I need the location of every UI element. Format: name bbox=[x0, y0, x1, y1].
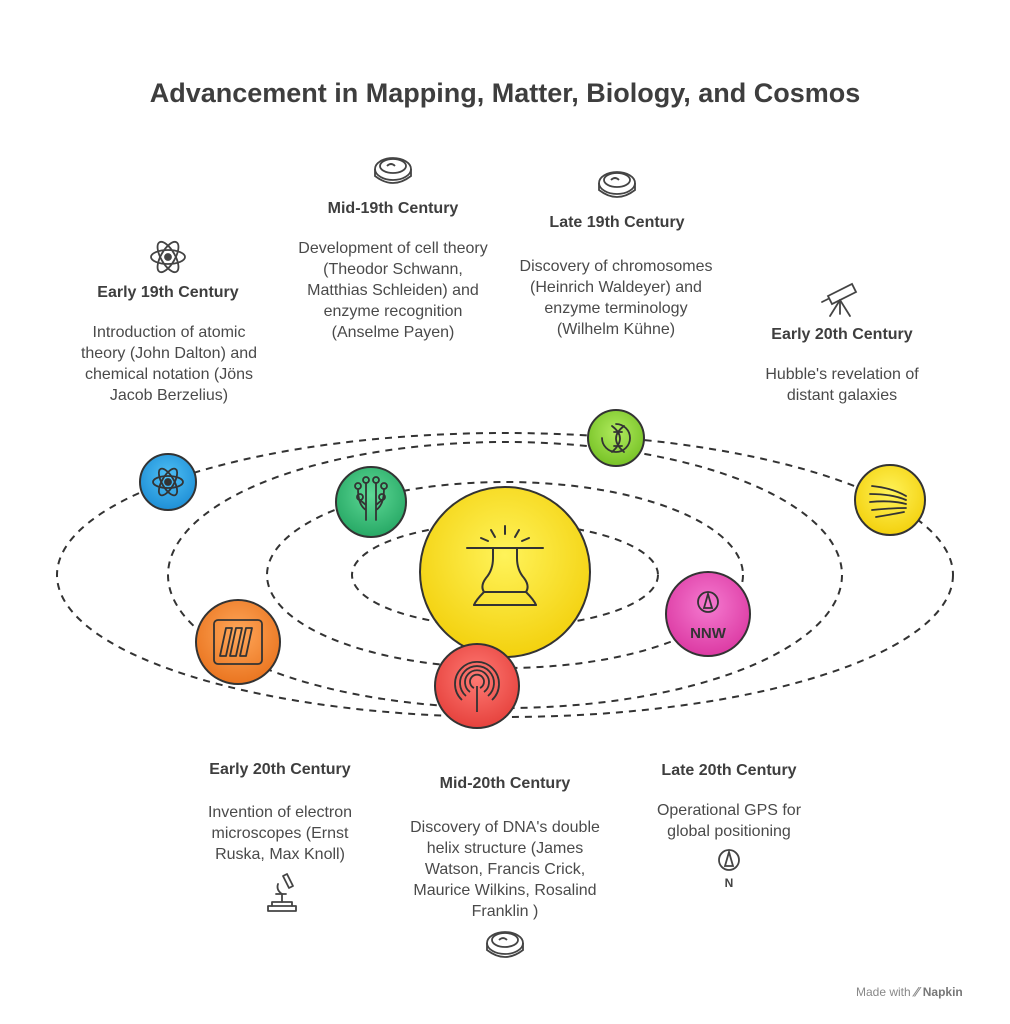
event-era: Late 19th Century bbox=[549, 214, 685, 231]
event-era: Late 20th Century bbox=[661, 762, 797, 779]
slides-planet bbox=[195, 599, 281, 685]
orbit-ring-2 bbox=[266, 481, 744, 669]
event-description: Discovery of chromosomes (Heinrich Walde… bbox=[519, 258, 713, 338]
compass-planet: NNW bbox=[665, 571, 751, 657]
credit-brand: Napkin bbox=[922, 985, 963, 999]
center-planet bbox=[419, 486, 591, 658]
compass-icon bbox=[718, 848, 740, 871]
event-description: Operational GPS for global positioning bbox=[656, 802, 802, 840]
dna-icon bbox=[601, 423, 631, 453]
napkin-logo-icon: ⫽ bbox=[911, 985, 923, 999]
target-icon bbox=[454, 661, 500, 712]
credit-prefix: Made with bbox=[856, 985, 911, 999]
event-description: Discovery of DNA's double helix structur… bbox=[410, 819, 600, 920]
event-era: Mid-19th Century bbox=[327, 200, 459, 217]
event-era: Early 20th Century bbox=[209, 761, 351, 778]
fountain-icon bbox=[466, 525, 544, 606]
orbit-ring-3 bbox=[167, 441, 843, 709]
compass-icon bbox=[697, 590, 719, 613]
slides-icon bbox=[213, 619, 263, 665]
event-description: Invention of electron microscopes (Ernst… bbox=[207, 804, 353, 863]
atom-planet bbox=[139, 453, 197, 511]
cells-planet bbox=[335, 466, 407, 538]
wind-icon bbox=[869, 485, 907, 518]
event-description: Introduction of atomic theory (John Dalt… bbox=[80, 324, 258, 404]
event-era: Early 19th Century bbox=[97, 284, 239, 301]
neurons-icon bbox=[354, 476, 388, 521]
telescope-icon bbox=[821, 282, 858, 317]
petri-dish-icon bbox=[374, 157, 412, 184]
compass-planet-label: NNW bbox=[690, 625, 727, 642]
petri-dish-icon bbox=[598, 171, 636, 198]
dna-planet bbox=[587, 409, 645, 467]
radar-planet bbox=[434, 643, 520, 729]
event-era: Mid-20th Century bbox=[439, 775, 571, 792]
atom-icon bbox=[150, 240, 186, 274]
event-era: Early 20th Century bbox=[771, 326, 913, 343]
atom-icon bbox=[152, 467, 184, 497]
galaxy-planet bbox=[854, 464, 926, 536]
event-description: Development of cell theory (Theodor Schw… bbox=[298, 240, 488, 341]
microscope-icon bbox=[267, 873, 297, 912]
event-description: Hubble's revelation of distant galaxies bbox=[765, 366, 919, 404]
compass-letter: N bbox=[725, 876, 734, 890]
diagram-title: Advancement in Mapping, Matter, Biology,… bbox=[149, 78, 861, 108]
petri-dish-icon bbox=[486, 931, 524, 958]
napkin-credit[interactable]: Made with ⫽ Napkin bbox=[856, 985, 963, 1000]
